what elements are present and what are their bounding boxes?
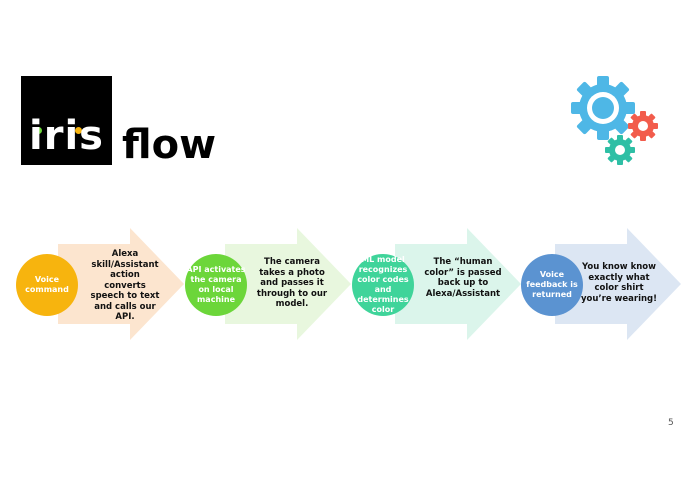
step-2-text: The camera takes a photo and passes it t… (256, 257, 328, 309)
step-3-circle: ML model recognizes color codes and dete… (352, 254, 414, 316)
slide-title: flow (122, 122, 217, 168)
step-1-text: Alexa skill/Assistant action converts sp… (90, 249, 160, 322)
step-4-arrow (555, 228, 681, 340)
logo-dot-yellow (75, 127, 82, 134)
step-4-text: You know know exactly what color shirt y… (580, 262, 658, 304)
logo-dot-green (35, 127, 42, 134)
step-2-circle: API activates the camera on local machin… (185, 254, 247, 316)
step-3-text: The “human color” is passed back up to A… (424, 257, 502, 299)
step-2-arrow (225, 228, 351, 340)
step-4-circle: Voice feedback is returned (521, 254, 583, 316)
step-3-arrow (395, 228, 521, 340)
logo-text: iris (29, 113, 104, 159)
page-number: 5 (668, 418, 674, 428)
step-1-arrow (58, 228, 184, 340)
iris-logo: iris (21, 76, 112, 165)
gears-icon (571, 76, 658, 165)
step-1-circle: Voice command (16, 254, 78, 316)
